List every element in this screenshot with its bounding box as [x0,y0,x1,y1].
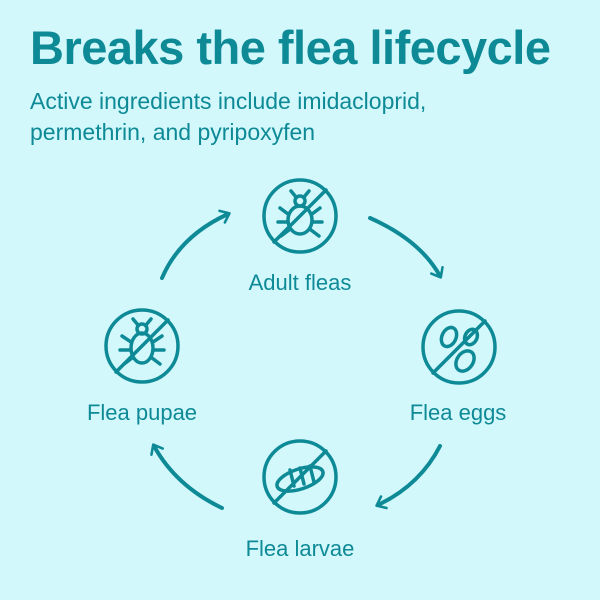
crossed-pupa-icon [102,306,182,386]
page-title: Breaks the flea lifecycle [30,21,551,74]
label-flea-pupae: Flea pupae [86,400,198,425]
label-adult-fleas: Adult fleas [248,270,352,295]
subtitle-line-2: permethrin, and pyripoxyfen [30,119,316,145]
crossed-eggs-icon [419,307,499,387]
label-flea-eggs: Flea eggs [409,400,507,425]
crossed-larva-icon [260,437,340,517]
arrow-larvae-to-pupae [150,443,224,510]
label-flea-larvae: Flea larvae [245,536,355,561]
subtitle: Active ingredients include imidacloprid,… [30,86,570,148]
arrow-pupae-to-adult [160,209,231,280]
arrow-adult-to-eggs [368,216,444,279]
crossed-flea-icon [260,176,340,256]
arrow-eggs-to-larvae [375,444,442,510]
subtitle-line-1: Active ingredients include imidacloprid, [30,88,427,114]
